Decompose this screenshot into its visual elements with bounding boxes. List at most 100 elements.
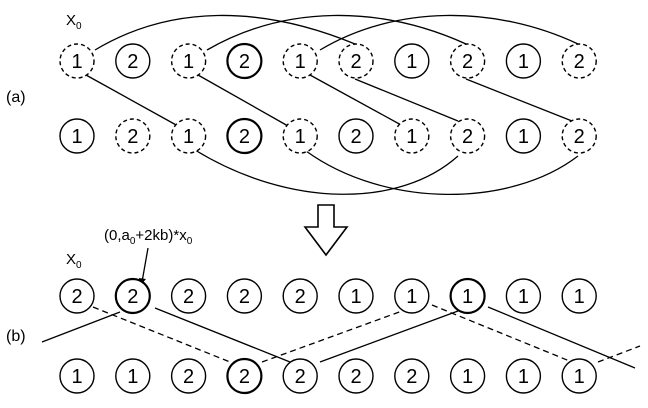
edge [319,14,579,51]
node-label: 2 [127,126,138,148]
node: 1 [449,277,486,315]
node-label: 2 [71,286,82,308]
edge [309,74,404,127]
node: 1 [59,118,95,154]
edge [354,78,459,122]
node: 1 [394,118,430,154]
node-circle [282,278,318,314]
node-label: 1 [71,366,82,388]
node: 1 [561,278,597,314]
node: 1 [394,43,430,79]
node: 1 [282,43,318,79]
edge [154,307,291,363]
annotation-pointer [141,247,149,283]
node: 2 [226,42,263,80]
node-circle [449,118,486,154]
node: 2 [338,43,374,79]
transform-arrow [303,204,349,257]
edge [41,311,121,343]
node-label: 1 [518,366,529,388]
edge [305,150,579,196]
node: 1 [505,278,542,314]
edge [597,345,641,363]
node-circle [505,358,542,394]
node-label: 2 [350,51,361,73]
edge [85,74,179,127]
node: 2 [282,278,318,314]
node-label: 1 [406,126,417,148]
node: 2 [59,278,95,314]
node-circle [449,43,486,79]
node-label: 1 [462,366,473,388]
node-circle [338,278,374,314]
edge [94,14,356,51]
node: 1 [505,118,542,154]
edge [194,149,459,195]
node: 1 [59,358,95,394]
node: 2 [338,358,374,394]
node-circle [170,278,207,314]
edge [487,306,636,369]
edge [197,74,289,127]
node-label: 2 [183,366,194,388]
node-circle [59,43,95,79]
node: 2 [114,277,151,315]
node: 2 [170,278,207,314]
node-label: 1 [518,51,529,73]
node-circle [449,277,486,315]
node-circle [282,43,318,79]
node: 2 [170,358,207,394]
node-circle [505,118,542,154]
node-circle [394,358,430,394]
node-label: 2 [295,286,306,308]
node-label: 1 [574,286,585,308]
node: 1 [170,118,207,154]
node-label: 1 [295,51,306,73]
node: 1 [561,358,597,394]
edge [465,78,573,122]
panel-a-start-label: X0 [66,12,82,32]
node: 1 [115,358,151,394]
node: 2 [449,43,486,79]
node: 1 [394,278,430,314]
node: 2 [115,118,151,154]
node-circle [338,43,374,79]
node: 2 [338,118,374,154]
node-circle [170,118,207,154]
node-label: 2 [350,366,361,388]
node-label: 1 [462,286,473,308]
node-circle [115,43,151,79]
node-label: 1 [518,286,529,308]
node-circle [170,43,207,79]
node-label: 1 [295,126,306,148]
node: 2 [226,278,263,314]
node-label: 2 [239,366,250,388]
node-circle [226,117,263,155]
node: 2 [226,117,263,155]
panel-a-label: (a) [6,89,26,106]
node-circle [114,277,151,315]
node: 1 [282,118,318,154]
node-circle [226,42,263,80]
node-circle [226,357,263,395]
edge [319,310,459,363]
node: 2 [561,118,597,154]
node-label: 1 [71,126,82,148]
node-label: 1 [71,51,82,73]
node-circle [59,358,95,394]
edge [92,306,231,363]
node: 2 [394,358,430,394]
node-label: 1 [183,126,194,148]
node-label: 2 [574,126,585,148]
node-circle [338,118,374,154]
node-label: 2 [183,286,194,308]
node-circle [394,278,430,314]
panel-b-label: (b) [6,328,26,345]
node: 1 [338,278,374,314]
node: 2 [561,43,597,79]
edge [431,304,573,363]
node: 1 [59,43,95,79]
